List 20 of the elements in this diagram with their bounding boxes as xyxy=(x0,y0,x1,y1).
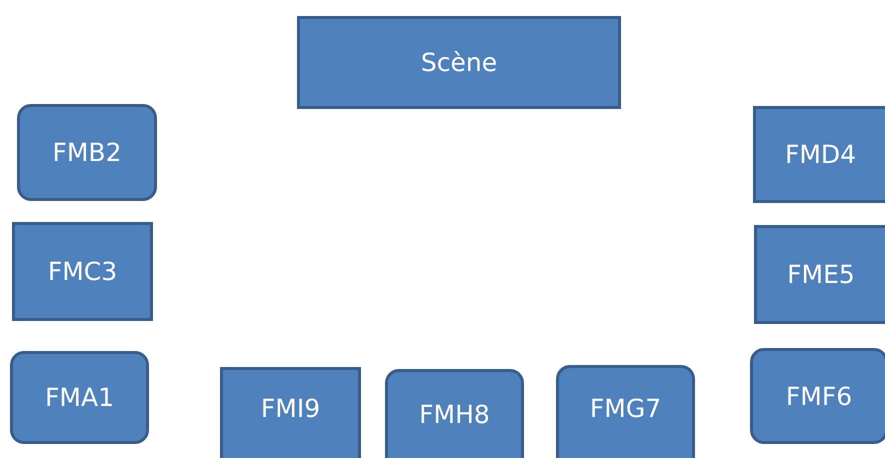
node-label: FMC3 xyxy=(48,257,118,286)
rounded-box xyxy=(385,369,524,458)
node-label: Scène xyxy=(420,48,498,77)
node-label: FMD4 xyxy=(784,140,856,169)
node-label: FMG7 xyxy=(590,394,662,422)
node-label: FMA1 xyxy=(45,383,114,412)
box xyxy=(754,225,885,324)
box xyxy=(297,16,621,109)
node-label: FMH8 xyxy=(419,400,490,428)
node-label: FMF6 xyxy=(786,382,852,410)
box xyxy=(753,106,885,203)
node-label: FMI9 xyxy=(260,394,320,422)
box xyxy=(220,367,361,458)
node-label: FMB2 xyxy=(52,138,122,167)
rounded-box xyxy=(17,104,157,201)
box xyxy=(12,222,153,321)
rounded-box xyxy=(10,351,149,444)
rounded-box xyxy=(750,348,885,444)
node-label: FME5 xyxy=(787,260,855,289)
rounded-box xyxy=(556,365,695,458)
